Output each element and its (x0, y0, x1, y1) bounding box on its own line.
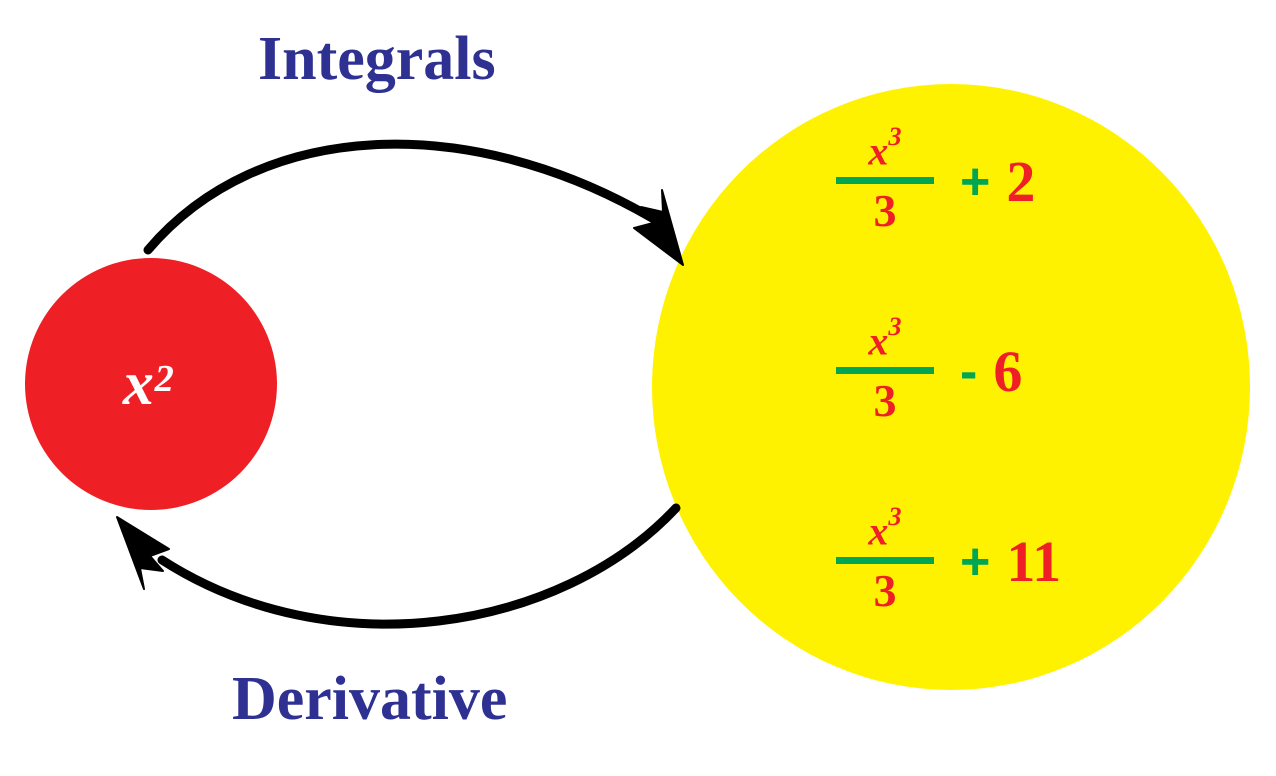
fraction-3-numerator-base: x (868, 508, 889, 554)
fraction-3-numerator-exponent: 3 (888, 501, 902, 532)
target-formula-1: x3 3 + 2 (836, 122, 1036, 237)
formula-2-operator: - (960, 342, 978, 401)
fraction-2-numerator-exponent: 3 (888, 311, 902, 342)
formula-3-operator: + (960, 532, 991, 591)
integrals-arrow-curve (143, 139, 657, 255)
derivative-arrow-head (116, 516, 170, 590)
source-circle (25, 258, 277, 510)
fraction-1-numerator-base: x (868, 128, 889, 174)
fraction-2-bar (836, 367, 934, 375)
fraction-3: x3 3 (836, 502, 934, 617)
fraction-1: x3 3 (836, 122, 934, 237)
fraction-3-numerator: x3 (868, 502, 901, 554)
formula-1-constant: 2 (1006, 148, 1036, 214)
fraction-1-denominator: 3 (873, 185, 897, 237)
fraction-1-numerator: x3 (868, 122, 901, 174)
target-circle (652, 84, 1250, 690)
target-formula-2: x3 3 - 6 (836, 312, 1023, 427)
formula-3-constant: 11 (1006, 528, 1062, 594)
fraction-2-numerator: x3 (868, 312, 901, 364)
formula-1-operator: + (960, 152, 991, 211)
integrals-arrow-head (633, 189, 684, 266)
derivative-arrow-curve (157, 503, 681, 629)
derivative-label: Derivative (232, 665, 508, 733)
source-expression-exponent: 2 (154, 358, 174, 401)
integrals-arrow (143, 139, 684, 266)
target-formula-3: x3 3 + 11 (836, 502, 1062, 617)
fraction-2-denominator: 3 (873, 375, 897, 427)
fraction-3-denominator: 3 (873, 565, 897, 617)
source-expression-base: x (122, 350, 154, 418)
fraction-1-numerator-exponent: 3 (888, 121, 902, 152)
fraction-3-bar (836, 557, 934, 565)
fraction-1-bar (836, 177, 934, 185)
fraction-2: x3 3 (836, 312, 934, 427)
integrals-label: Integrals (258, 25, 496, 93)
derivative-arrow (116, 503, 681, 629)
formula-2-constant: 6 (993, 338, 1023, 404)
fraction-2-numerator-base: x (868, 318, 889, 364)
